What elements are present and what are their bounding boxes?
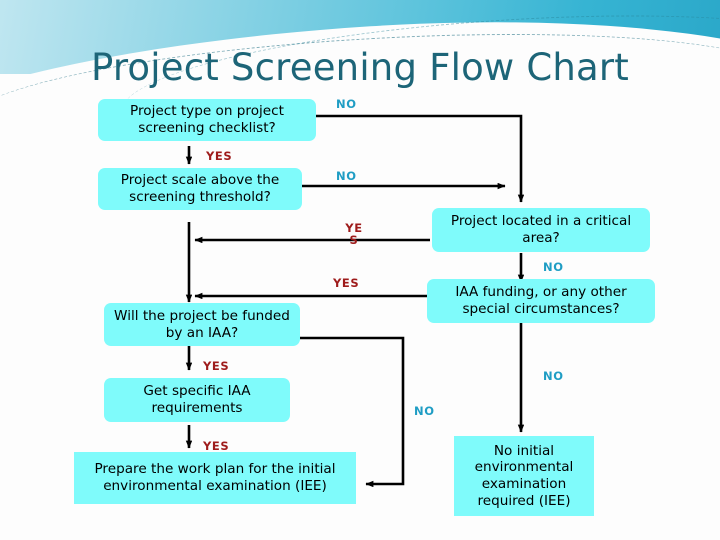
node-project-scale-label: Project scale above the screening thresh… (120, 172, 280, 205)
edge-label-iaa-no: NO (543, 369, 564, 383)
edge-label-type-no: NO (336, 97, 357, 111)
node-project-type[interactable]: Project type on project screening checkl… (98, 99, 316, 141)
node-iaa-funding-label: IAA funding, or any other special circum… (455, 284, 627, 317)
edge-label-critical-no: NO (543, 260, 564, 274)
decorative-banner (0, 0, 720, 74)
node-no-iee-required-label: No initial environmental examination req… (474, 442, 574, 509)
node-prepare-workplan[interactable]: Prepare the work plan for the initial en… (74, 452, 356, 504)
node-funded-by-iaa-label: Will the project be funded by an IAA? (114, 307, 290, 341)
edge-label-funded-no: NO (414, 404, 435, 418)
node-iaa-funding[interactable]: IAA funding, or any other special circum… (427, 279, 655, 323)
edge-label-critical-yes: YE S (345, 221, 363, 248)
edge-label-funded-yes: YES (203, 359, 230, 373)
node-no-iee-required[interactable]: No initial environmental examination req… (454, 436, 594, 516)
node-get-requirements[interactable]: Get specific IAA requirements (104, 378, 290, 422)
node-critical-area-label: Project located in a critical area? (450, 213, 632, 246)
node-project-type-label: Project type on project screening checkl… (130, 103, 284, 136)
edge-type-no (316, 114, 525, 203)
edge-label-requirements-yes: YES (203, 439, 230, 453)
node-get-requirements-label: Get specific IAA requirements (143, 383, 251, 416)
edge-label-iaa-yes: YES (333, 276, 360, 290)
edge-label-type-yes: YES (206, 149, 233, 163)
page-title: Project Screening Flow Chart (90, 46, 630, 89)
node-critical-area[interactable]: Project located in a critical area? (432, 208, 650, 252)
node-funded-by-iaa[interactable]: Will the project be funded by an IAA? (104, 303, 300, 346)
node-project-scale[interactable]: Project scale above the screening thresh… (98, 168, 302, 210)
node-prepare-workplan-label: Prepare the work plan for the initial en… (94, 461, 336, 494)
edge-label-scale-no: NO (336, 169, 357, 183)
